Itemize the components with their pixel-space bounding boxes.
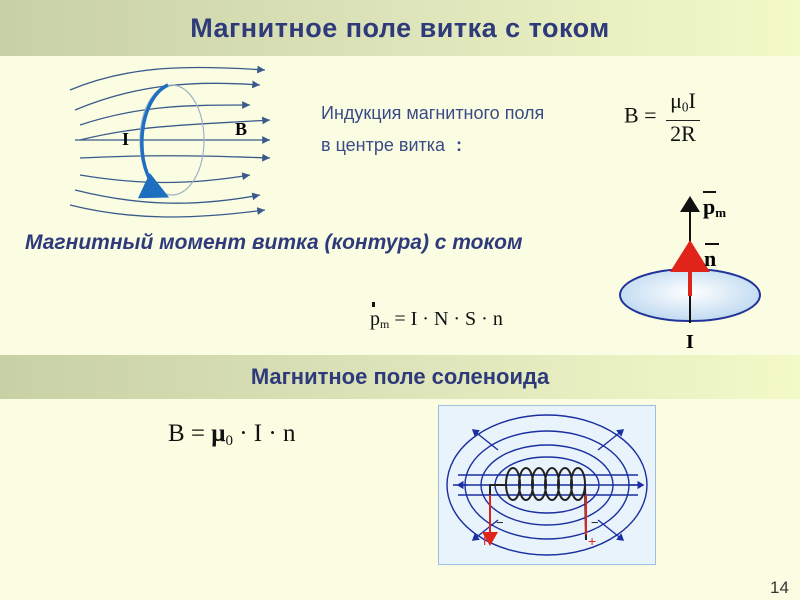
coil-turn [570, 467, 586, 501]
moment-heading: Магнитный момент витка (контура) с током [25, 231, 523, 254]
moment-formula: pm = I · N · S · n [370, 308, 503, 332]
minus-label-right: − [591, 515, 599, 530]
solenoid-rest: · I · n [239, 420, 296, 447]
pm-label: pm [703, 194, 726, 220]
loop-back [139, 84, 205, 196]
mu-symbol: μ [670, 88, 682, 113]
formula-numerator: μ0I [666, 88, 700, 122]
numerator-rest: I [688, 88, 696, 113]
field-line [79, 116, 271, 141]
pm-subscript: m [715, 205, 726, 220]
fringe-line [471, 519, 499, 541]
field-line [79, 172, 251, 184]
moment-diagram: pm n I [619, 191, 761, 353]
minus-label-left: − [496, 515, 504, 530]
formula-p: p [370, 308, 380, 330]
loop-center-formula: B = μ0I 2R [624, 88, 700, 147]
solenoid-current-label: I [483, 534, 486, 548]
formula-p-subscript: m [380, 317, 390, 331]
field-line [79, 153, 271, 162]
induction-line-1: Индукция магнитного поля [321, 103, 545, 123]
solenoid-heading: Магнитное поле соленоида [0, 355, 800, 399]
solenoid-lhs: B = [168, 420, 206, 447]
outer-loop [446, 414, 648, 556]
formula-lhs: B = [624, 102, 657, 128]
loop-field-label: B [235, 119, 247, 139]
induction-line-2: в центре витка : [321, 129, 544, 161]
formula-fraction: μ0I 2R [666, 88, 700, 147]
slide-title: Магнитное поле витка с током [0, 0, 800, 56]
induction-line-2-text: в центре витка [321, 135, 446, 155]
n-label: n [704, 246, 716, 271]
field-line [69, 65, 266, 91]
solenoid-mu: μ [211, 420, 226, 447]
page-number: 14 [770, 578, 789, 597]
loop-current-label: I [122, 129, 129, 149]
fringe-line [471, 429, 499, 451]
fringe-line [597, 429, 625, 451]
field-lines [69, 65, 271, 218]
solenoid-mu-subscript: 0 [225, 432, 233, 449]
solenoid-formula: B = μ0 · I · n [168, 420, 295, 450]
induction-colon: : [456, 135, 463, 155]
fringe-line [597, 519, 625, 541]
induction-text: Индукция магнитного поля в центре витка … [321, 97, 544, 161]
mu-subscript: 0 [681, 99, 689, 115]
loop-field-diagram: I B [69, 65, 271, 218]
formula-denominator: 2R [670, 121, 696, 147]
current-loop [137, 83, 170, 199]
field-line [69, 204, 266, 218]
disk-current-label: I [686, 331, 694, 353]
solenoid-field-diagram: − − I + [438, 405, 656, 565]
field-line [79, 101, 251, 126]
pm-letter: p [703, 194, 715, 219]
field-line [74, 80, 261, 111]
formula-rhs: = I · N · S · n [394, 308, 503, 330]
plus-label: + [588, 533, 596, 549]
field-line [74, 189, 261, 204]
